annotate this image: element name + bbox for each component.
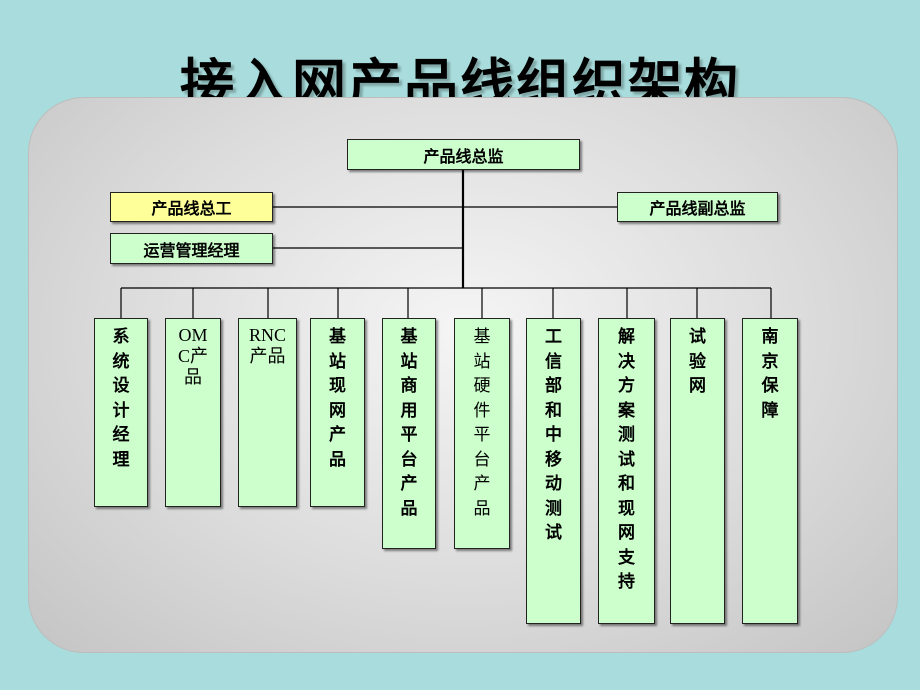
unit-bts-field: 基站现网产品	[310, 318, 365, 507]
unit-trial-network: 试验网	[670, 318, 725, 624]
unit-miit-cmcc-testing: 工信部和中移动测试	[526, 318, 581, 624]
node-chief-engineer: 产品线总工	[110, 192, 273, 222]
unit-nanjing-support: 南京保障	[742, 318, 798, 624]
unit-bts-commercial: 基站商用平台产品	[382, 318, 436, 549]
node-director: 产品线总监	[347, 139, 580, 170]
unit-system-design: 系统设计经理	[94, 318, 148, 507]
unit-omc: OMC产品	[165, 318, 221, 507]
unit-rnc: RNC产品	[238, 318, 297, 507]
unit-bts-hardware: 基站硬件平台产品	[454, 318, 510, 549]
unit-solution-testing: 解决方案测试和现网支持	[598, 318, 655, 624]
node-operations-manager: 运营管理经理	[110, 233, 273, 264]
node-deputy-director: 产品线副总监	[617, 192, 778, 222]
